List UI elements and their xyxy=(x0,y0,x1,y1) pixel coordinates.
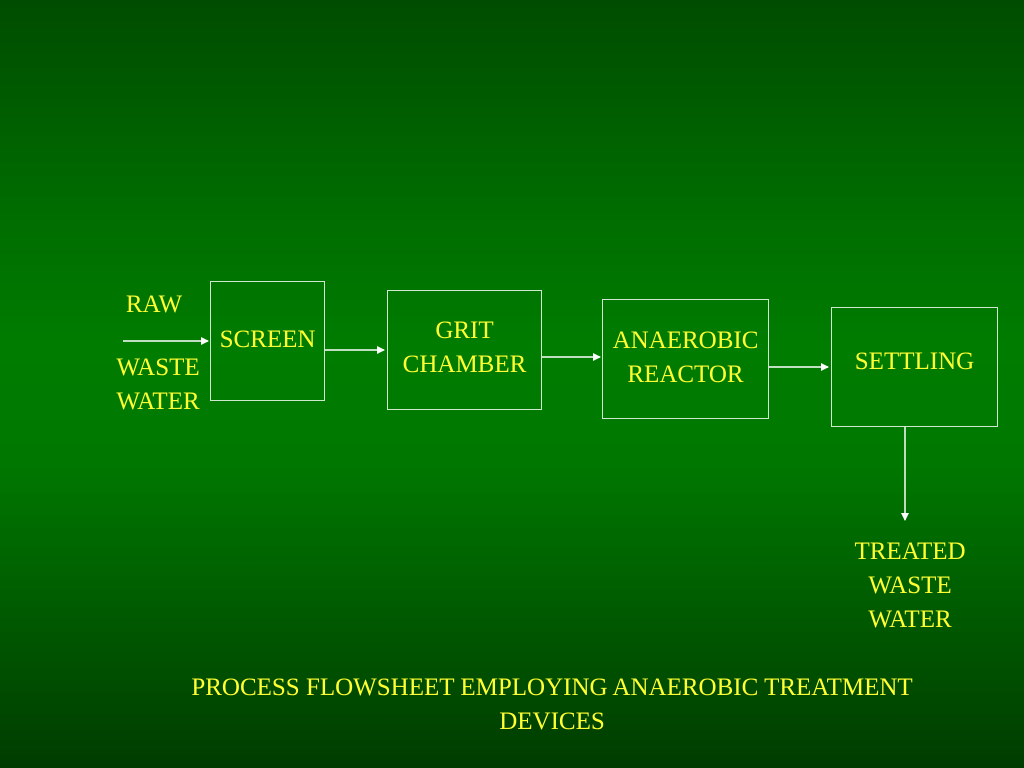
output-label-water: WATER xyxy=(868,606,952,633)
output-label-treated: TREATED xyxy=(854,538,966,565)
grit-chamber-box xyxy=(387,290,542,410)
grit-label: GRIT xyxy=(435,317,494,344)
input-label-waste: WASTE xyxy=(116,354,200,381)
caption-line-1: PROCESS FLOWSHEET EMPLOYING ANAEROBIC TR… xyxy=(191,674,913,701)
output-label-waste: WASTE xyxy=(868,572,952,599)
chamber-label: CHAMBER xyxy=(402,351,527,378)
screen-box xyxy=(210,281,325,401)
screen-label: SCREEN xyxy=(219,326,316,353)
anaerobic-reactor-box xyxy=(602,299,769,419)
input-label-water: WATER xyxy=(116,388,200,415)
settling-label: SETTLING xyxy=(854,348,975,375)
reactor-label: REACTOR xyxy=(627,361,744,388)
anaerobic-label: ANAEROBIC xyxy=(612,327,759,354)
input-label-raw: RAW xyxy=(125,291,183,318)
settling-box xyxy=(831,307,998,427)
caption-line-2: DEVICES xyxy=(499,708,605,735)
